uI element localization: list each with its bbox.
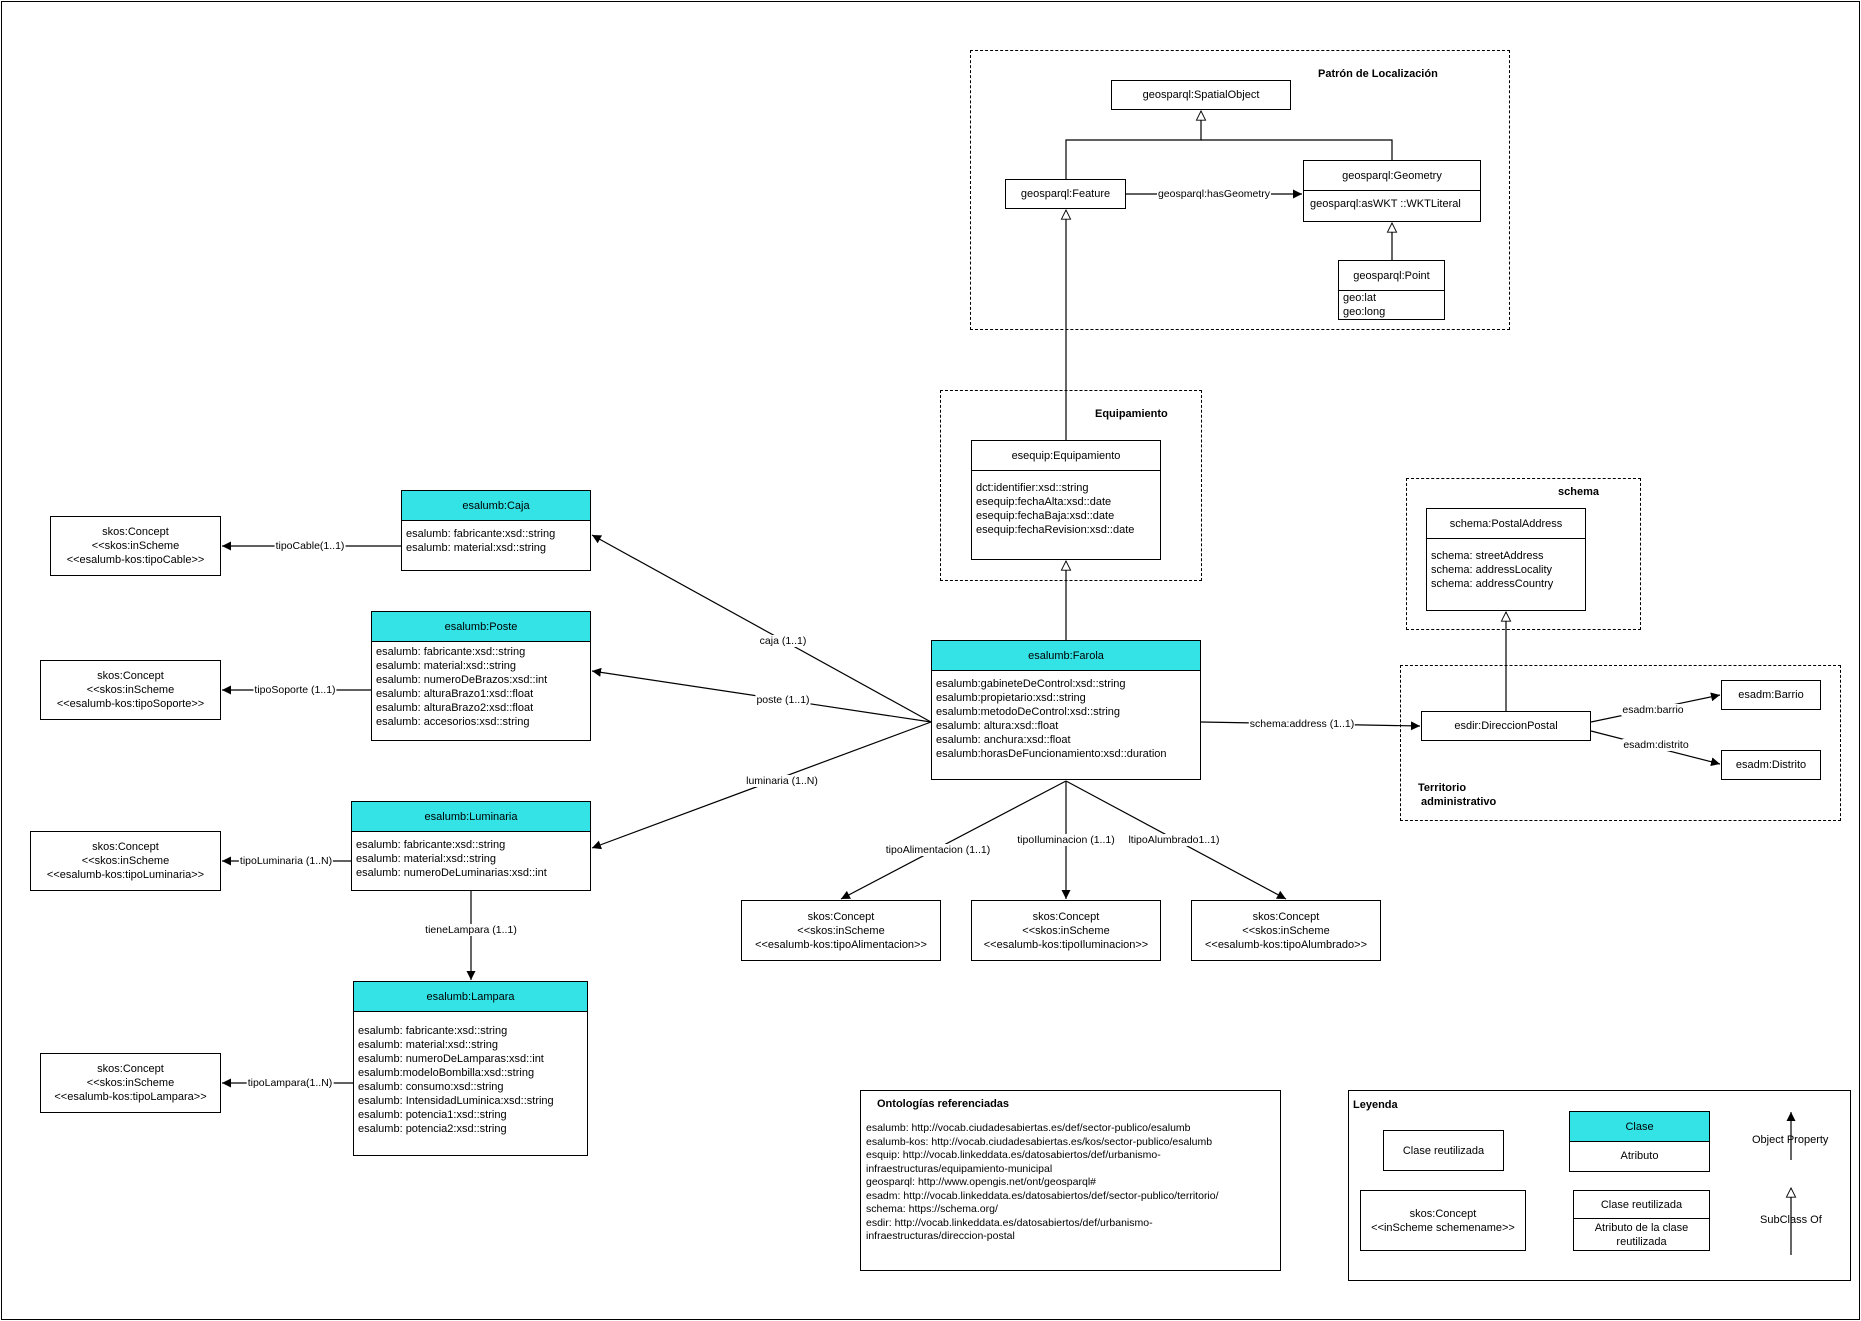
label-distrito: esadm:distrito — [1622, 739, 1690, 751]
legend-clase-reutilizada-attr: Clase reutilizada Atributo de la clase r… — [1573, 1190, 1710, 1251]
label-tipo-alumbrado: ltipoAlumbrado1..1) — [1127, 834, 1221, 846]
ontologia-line: geosparql: http://www.opengis.net/ont/ge… — [866, 1176, 1096, 1188]
legend-clase-reutilizada-header: Clase reutilizada — [1574, 1191, 1709, 1219]
label-luminaria: luminaria (1..N) — [745, 775, 819, 787]
class-luminaria-header: esalumb:Luminaria — [352, 802, 590, 832]
ontologias-title: Ontologías referenciadas — [877, 1098, 1010, 1110]
label-has-geometry: geosparql:hasGeometry — [1156, 188, 1272, 200]
concept-tipo-alimentacion: skos:Concept <<skos:inScheme <<esalumb-k… — [741, 900, 941, 961]
class-barrio: esadm:Barrio — [1721, 680, 1821, 710]
group-title-equipamiento: Equipamiento — [1095, 408, 1168, 420]
group-title-patron-localizacion: Patrón de Localización — [1318, 68, 1438, 80]
class-spatial-object: geosparql:SpatialObject — [1111, 80, 1291, 110]
class-feature: geosparql:Feature — [1005, 179, 1126, 209]
ontologia-line: esdir: http://vocab.linkeddata.es/datosa… — [866, 1216, 1153, 1229]
class-lampara-attrs: esalumb: fabricante:xsd::string esalumb:… — [358, 1025, 554, 1135]
class-point: geosparql:Point geo:lat geo:long — [1338, 260, 1445, 320]
class-caja-attrs: esalumb: fabricante:xsd::string esalumb:… — [406, 528, 556, 554]
legend-atributo: Atributo — [1620, 1150, 1659, 1162]
class-equipamiento: esequip:Equipamiento dct:identifier:xsd:… — [971, 440, 1161, 560]
class-caja: esalumb:Caja esalumb: fabricante:xsd::st… — [401, 490, 591, 571]
class-luminaria: esalumb:Luminaria esalumb: fabricante:xs… — [351, 801, 591, 891]
class-farola-header: esalumb:Farola — [932, 641, 1200, 671]
label-tipo-iluminacion: tipoIluminacion (1..1) — [1016, 834, 1116, 846]
label-poste: poste (1..1) — [755, 694, 811, 706]
class-geometry-attrs: geosparql:asWKT ::WKTLiteral — [1310, 198, 1461, 210]
concept-tipo-lampara: skos:Concept <<skos:inScheme <<esalumb-k… — [40, 1053, 221, 1113]
label-barrio: esadm:barrio — [1621, 704, 1685, 716]
label-tipo-soporte: tipoSoporte (1..1) — [253, 684, 337, 696]
class-luminaria-attrs: esalumb: fabricante:xsd::string esalumb:… — [356, 839, 547, 879]
legend-clase-header: Clase — [1570, 1112, 1709, 1142]
legend-skos-concept: skos:Concept <<inScheme schemename>> — [1360, 1190, 1526, 1251]
label-address: schema:address (1..1) — [1248, 718, 1356, 730]
leyenda-panel: Leyenda — [1348, 1090, 1851, 1281]
class-farola-attrs: esalumb:gabineteDeControl:xsd::string es… — [936, 678, 1167, 760]
ontologia-line: esadm: http://vocab.linkeddata.es/datosa… — [866, 1189, 1219, 1202]
group-patron-localizacion — [970, 50, 1510, 330]
class-lampara: esalumb:Lampara esalumb: fabricante:xsd:… — [353, 981, 588, 1156]
class-equipamiento-attrs: dct:identifier:xsd::string esequip:fecha… — [976, 482, 1135, 536]
concept-tipo-soporte: skos:Concept <<skos:inScheme <<esalumb-k… — [40, 660, 221, 720]
label-tiene-lampara: tieneLampara (1..1) — [424, 924, 518, 936]
concept-tipo-alumbrado: skos:Concept <<skos:inScheme <<esalumb-k… — [1191, 900, 1381, 961]
class-distrito: esadm:Distrito — [1721, 750, 1821, 780]
class-geometry-header: geosparql:Geometry — [1304, 161, 1480, 191]
ontologia-line: esalumb-kos: http://vocab.ciudadesabiert… — [866, 1135, 1213, 1148]
legend-subclass-of-label: SubClass Of — [1760, 1214, 1822, 1226]
class-poste-header: esalumb:Poste — [372, 612, 590, 642]
class-equipamiento-header: esequip:Equipamiento — [972, 441, 1160, 471]
class-postal-address-attrs: schema: streetAddress schema: addressLoc… — [1431, 550, 1554, 590]
edge-feature-subclass — [1065, 111, 1201, 179]
edge-caja — [591, 534, 932, 723]
group-equipamiento — [940, 390, 1202, 581]
class-lampara-header: esalumb:Lampara — [354, 982, 587, 1012]
edge-tipo-alimentacion — [840, 780, 1067, 900]
legend-object-property-label: Object Property — [1752, 1134, 1829, 1146]
ontologias-panel: Ontologías referenciadas esalumb: http:/… — [860, 1090, 1281, 1271]
concept-tipo-iluminacion: skos:Concept <<skos:inScheme <<esalumb-k… — [971, 900, 1161, 961]
group-schema — [1406, 478, 1641, 630]
label-tipo-alimentacion: tipoAlimentacion (1..1) — [884, 844, 992, 856]
class-postal-address-header: schema:PostalAddress — [1427, 509, 1585, 539]
label-tipo-lampara: tipoLampara(1..N) — [246, 1077, 334, 1089]
class-farola: esalumb:Farola esalumb:gabineteDeControl… — [931, 640, 1201, 780]
label-tipo-luminaria: tipoLuminaria (1..N) — [238, 855, 334, 867]
class-caja-header: esalumb:Caja — [402, 491, 590, 521]
ontologia-line: schema: https://schema.org/ — [866, 1203, 998, 1215]
edge-geometry-subclass — [1201, 139, 1393, 160]
leyenda-title: Leyenda — [1353, 1099, 1398, 1111]
ontologia-line: infraestructuras/equipamiento-municipal — [866, 1162, 1053, 1175]
class-point-header: geosparql:Point — [1339, 261, 1444, 291]
group-title-schema: schema — [1558, 486, 1599, 498]
class-direccion-postal: esdir:DireccionPostal — [1421, 711, 1591, 741]
class-poste: esalumb:Poste esalumb: fabricante:xsd::s… — [371, 611, 591, 741]
class-geometry: geosparql:Geometry geosparql:asWKT ::WKT… — [1303, 160, 1481, 222]
group-title-territorio: Territorio administrativo — [1418, 782, 1497, 808]
legend-clase-reutilizada: Clase reutilizada — [1383, 1130, 1504, 1171]
class-poste-attrs: esalumb: fabricante:xsd::string esalumb:… — [376, 646, 548, 728]
concept-tipo-luminaria: skos:Concept <<skos:inScheme <<esalumb-k… — [30, 831, 221, 891]
ontologia-line: esquip: http://vocab.linkeddata.es/datos… — [866, 1149, 1161, 1161]
ontologia-line: infraestructuras/direccion-postal — [866, 1230, 1015, 1242]
class-postal-address: schema:PostalAddress schema: streetAddre… — [1426, 508, 1586, 611]
legend-clase: Clase Atributo — [1569, 1111, 1710, 1172]
label-tipo-cable: tipoCable(1..1) — [274, 540, 346, 552]
label-caja: caja (1..1) — [758, 635, 808, 647]
concept-tipo-cable: skos:Concept <<skos:inScheme <<esalumb-k… — [50, 516, 221, 576]
ontologia-line: esalumb: http://vocab.ciudadesabiertas.e… — [866, 1122, 1191, 1134]
class-point-attrs: geo:lat geo:long — [1343, 292, 1386, 318]
ontologias-list: esalumb: http://vocab.ciudadesabiertas.e… — [866, 1122, 1219, 1244]
legend-atributo-clase-reutilizada: Atributo de la clase reutilizada — [1594, 1222, 1689, 1248]
group-territorio-administrativo — [1400, 665, 1841, 821]
